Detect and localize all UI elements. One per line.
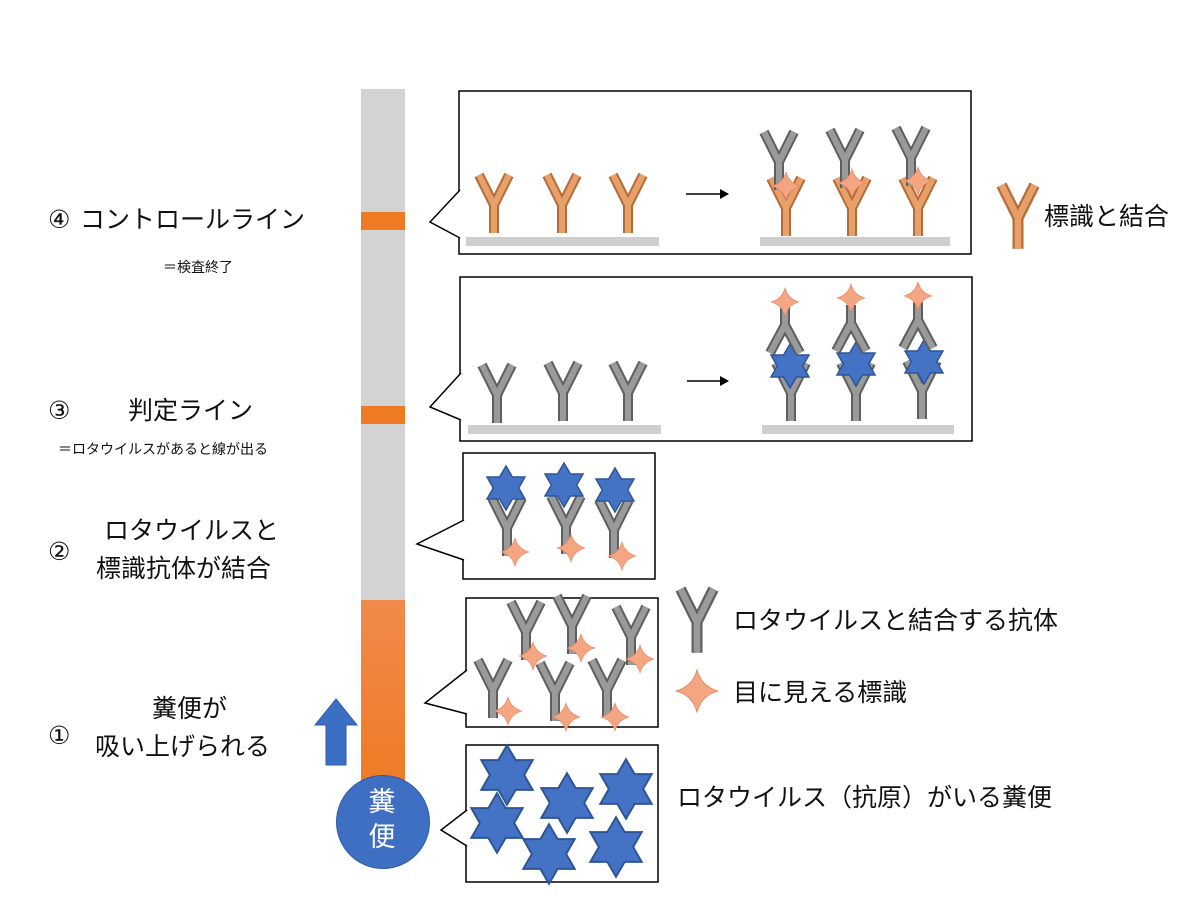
step2-number: ② [48, 537, 71, 566]
control-line-band [361, 212, 405, 230]
test-line-band [361, 406, 405, 424]
step2-line2: 標識抗体が結合 [96, 554, 272, 583]
step3-title: 判定ライン [128, 396, 254, 425]
stool-sample-circle [336, 775, 430, 869]
step1-number: ① [48, 721, 71, 750]
step3-number: ③ [48, 396, 71, 425]
step1-line2: 吸い上げられる [95, 732, 271, 761]
legend-antibody-text: ロタウイルスと結合する抗体 [733, 606, 1059, 635]
step4-number: ④ [48, 205, 71, 234]
legend-stool-virus-text: ロタウイルス（抗原）がいる糞便 [677, 783, 1053, 812]
legend-labeled-binding-text: 標識と結合 [1044, 202, 1170, 231]
step2-line1: ロタウイルスと [104, 516, 280, 545]
legend-visible-label-text: 目に見える標識 [733, 678, 908, 707]
test-strip-wet [361, 600, 405, 790]
upward-flow-arrow [313, 698, 359, 766]
step4-title: コントロールライン [80, 205, 306, 234]
stool-sample-label-1: 糞 [368, 787, 396, 818]
test-strip-dry [361, 89, 405, 600]
step3-note: ＝ロタウイルスがあると線が出る [58, 442, 268, 458]
step1-line1: 糞便が [152, 694, 228, 723]
stool-sample-label-2: 便 [368, 822, 396, 853]
step4-note: ＝検査終了 [163, 260, 233, 276]
